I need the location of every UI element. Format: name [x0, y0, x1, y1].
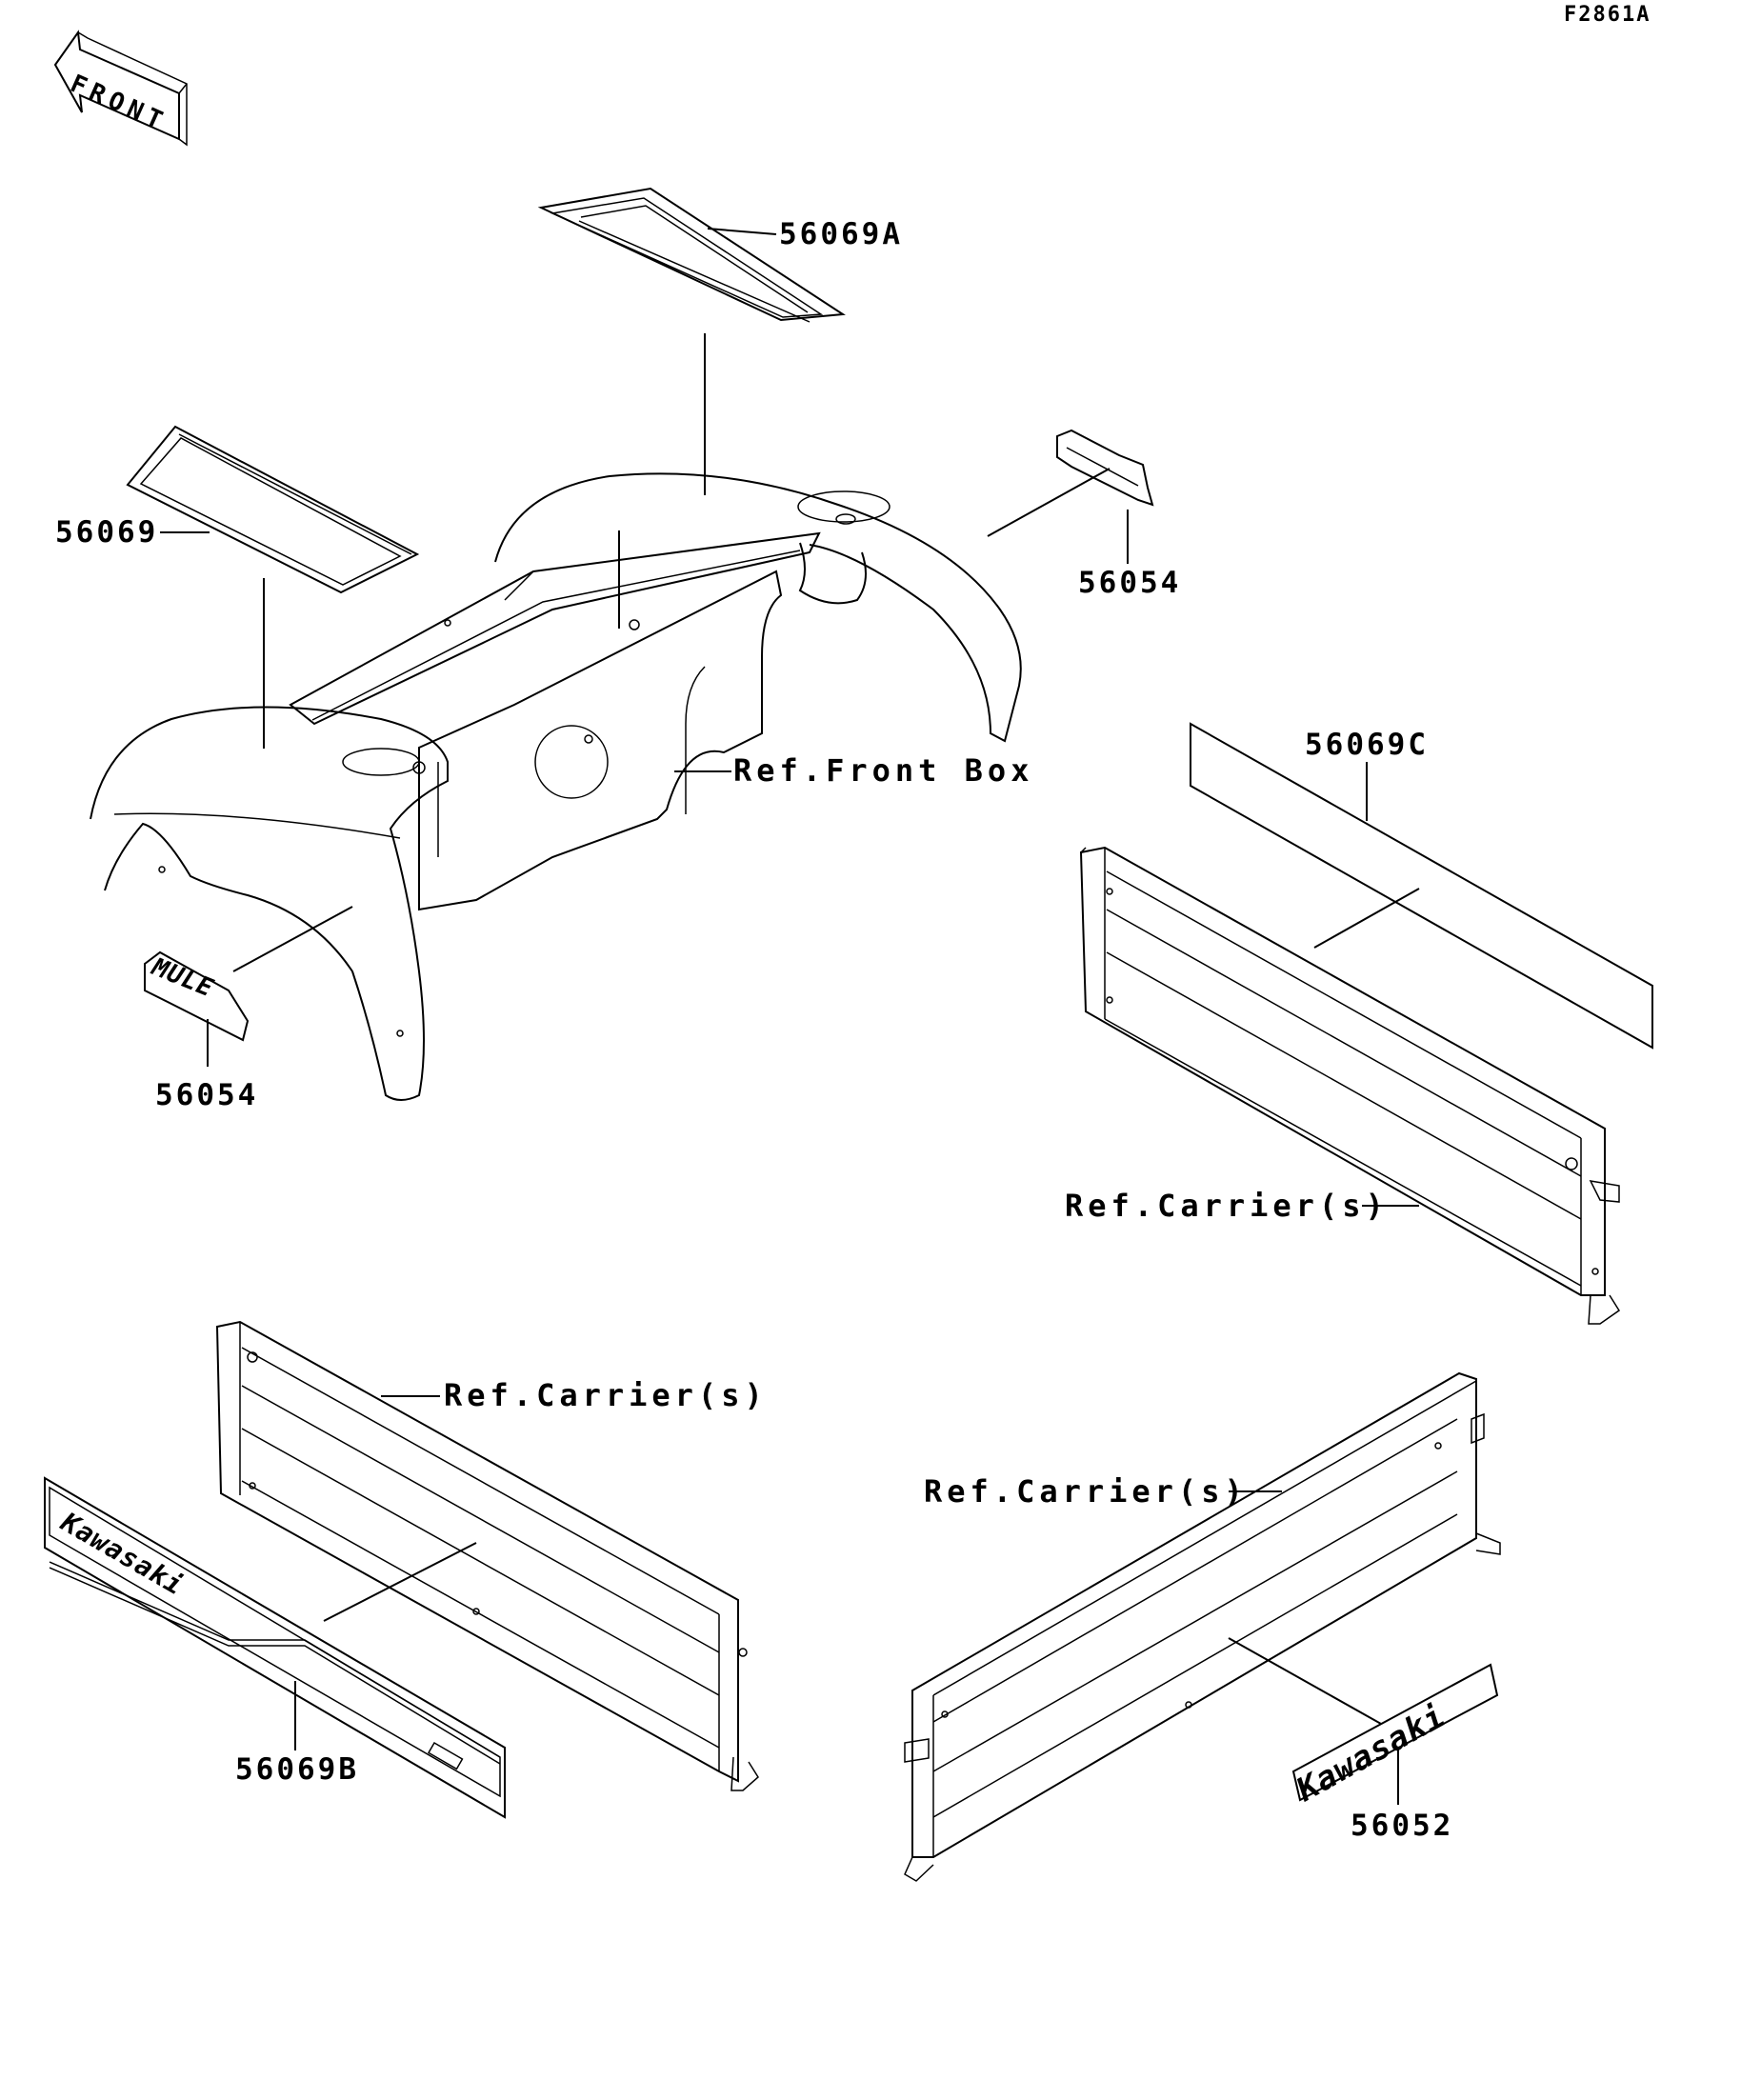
label-ref-carrier-left: Ref.Carrier(s)	[444, 1377, 768, 1413]
label-56069: 56069	[55, 515, 158, 550]
decal-56069a	[537, 187, 846, 323]
leader-56069c-to-carrier	[1313, 888, 1420, 949]
kawasaki-emblem-text: Kawasaki	[1290, 1697, 1451, 1810]
label-56052: 56052	[1351, 1809, 1453, 1843]
label-56069a: 56069A	[779, 217, 903, 251]
label-ref-front-box: Ref.Front Box	[733, 752, 1033, 789]
front-arrow-icon: FRONT	[53, 30, 188, 147]
label-56054-bottom: 56054	[155, 1078, 258, 1112]
label-56054-top: 56054	[1078, 566, 1181, 600]
leader-56054-top	[987, 468, 1111, 537]
decal-56054-top	[1056, 429, 1154, 507]
label-ref-carrier-right: Ref.Carrier(s)	[1065, 1188, 1389, 1224]
decal-56069c	[1190, 722, 1653, 1050]
figure-code: F2861A	[1564, 3, 1651, 27]
label-56069b: 56069B	[235, 1752, 359, 1787]
carrier-gate-left	[215, 1320, 759, 1791]
leader-56069b-to-carrier	[323, 1542, 477, 1622]
decal-56069	[126, 425, 420, 594]
carrier-gate-bottom	[904, 1371, 1501, 1882]
decal-56052-kawasaki-emblem: Kawasaki	[1290, 1663, 1499, 1810]
leader-56052-to-carrier	[1228, 1637, 1382, 1725]
label-ref-carrier-bottom: Ref.Carrier(s)	[924, 1473, 1248, 1510]
leader-56054-bottom	[232, 906, 353, 972]
decal-56054-mule-logo: MULE	[144, 950, 250, 1042]
label-56069c: 56069C	[1305, 728, 1429, 762]
leader-56069a	[707, 228, 777, 235]
front-box	[90, 472, 1022, 1101]
carrier-gate-right	[1079, 846, 1621, 1325]
